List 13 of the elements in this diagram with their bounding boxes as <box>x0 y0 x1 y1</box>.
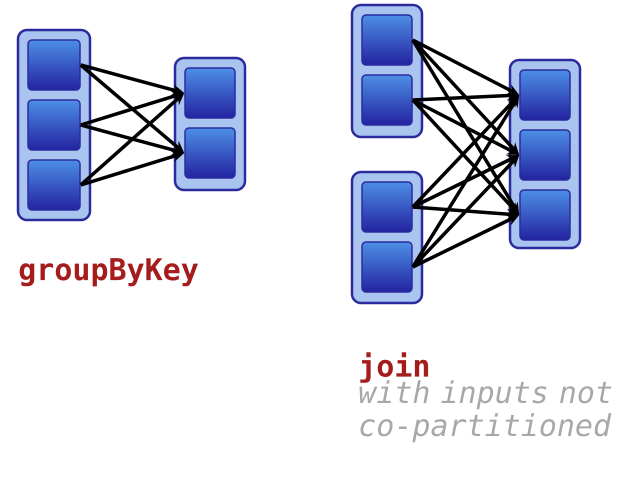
partition-box <box>27 99 81 151</box>
partition-box <box>184 67 236 119</box>
partition-box <box>27 159 81 211</box>
partition-box <box>519 69 571 121</box>
partition-box <box>361 241 413 293</box>
partition-box <box>361 181 413 233</box>
partition-box <box>27 39 81 91</box>
partition-box <box>519 189 571 241</box>
partition-box <box>519 129 571 181</box>
partition-box <box>361 14 413 66</box>
operation-label: groupByKey <box>20 258 198 286</box>
partition-box <box>184 127 236 179</box>
partition-box <box>361 74 413 126</box>
